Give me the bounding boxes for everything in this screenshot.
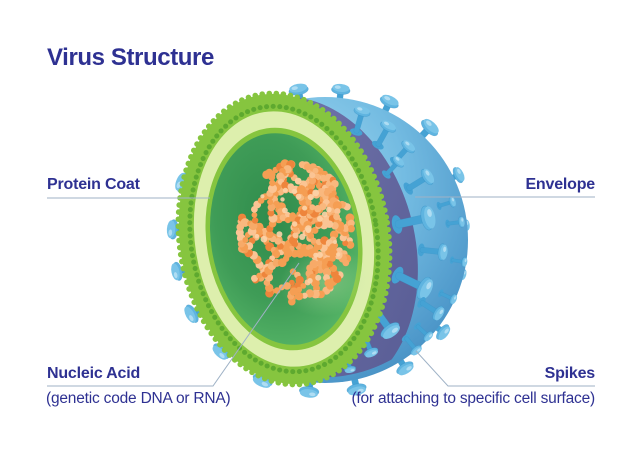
label-spikes-description: (for attaching to specific cell surface) xyxy=(351,390,595,407)
virus-nucleic-acid xyxy=(235,159,355,306)
page-title: Virus Structure xyxy=(47,44,214,71)
label-nucleic-acid: Nucleic Acid xyxy=(47,365,141,382)
label-envelope: Envelope xyxy=(525,176,595,193)
label-spikes: Spikes xyxy=(544,365,596,382)
leader-line-nucleic-acid xyxy=(47,262,300,387)
leader-line-spikes xyxy=(415,350,595,387)
label-protein-coat: Protein Coat xyxy=(47,176,140,193)
label-nucleic-acid-description: (genetic code DNA or RNA) xyxy=(46,390,231,407)
virus-illustration xyxy=(166,83,470,398)
leader-lines xyxy=(47,196,595,387)
